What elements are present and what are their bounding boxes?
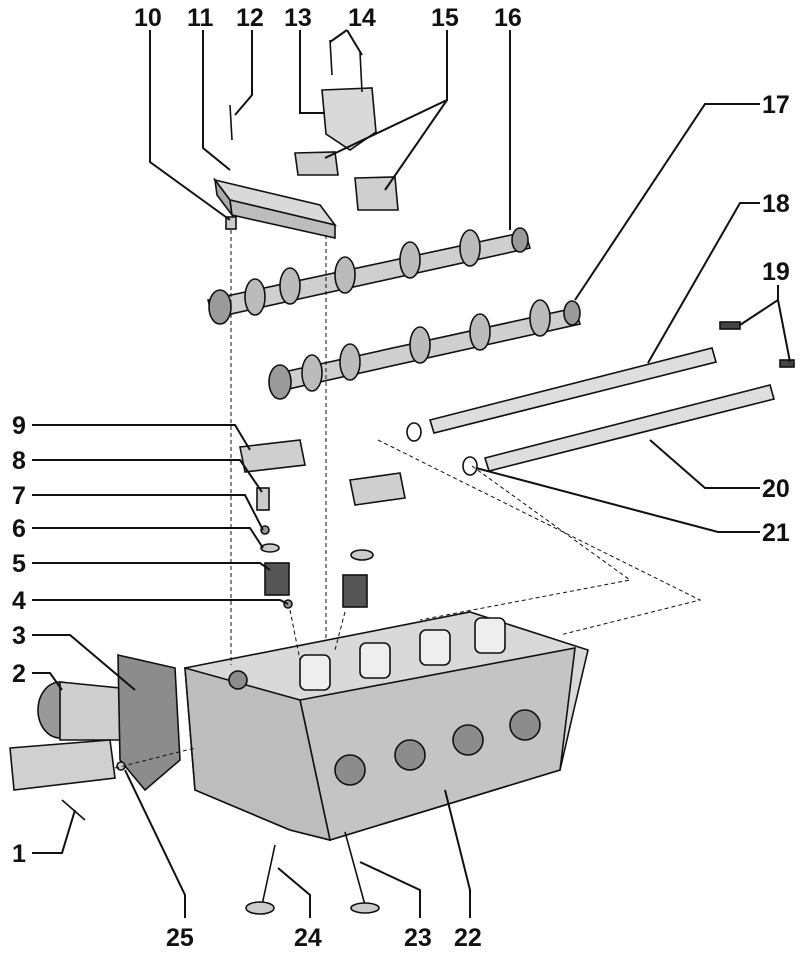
valve-spring-right [342, 574, 368, 608]
bolt-14b [359, 51, 363, 93]
callout-5: 5 [12, 550, 26, 578]
bearing-bracket [321, 87, 377, 151]
callout-12: 12 [236, 4, 264, 32]
dowel-sleeve [225, 216, 237, 230]
callout-17: 17 [762, 91, 790, 119]
shaft-bolt-a [719, 321, 741, 330]
callout-20: 20 [762, 475, 790, 503]
camshaft-lower [268, 299, 582, 400]
hydraulic-lifter [256, 487, 270, 511]
callout-24: 24 [294, 924, 322, 952]
exhaust-valve-head [245, 901, 275, 915]
callout-23: 23 [404, 924, 432, 952]
callout-6: 6 [12, 515, 26, 543]
callout-10: 10 [134, 4, 162, 32]
intake-valve-head [350, 902, 380, 914]
callout-21: 21 [762, 519, 790, 547]
callout-2: 2 [12, 660, 26, 688]
gasket-plate [117, 653, 181, 792]
o-ring-upper [406, 422, 422, 442]
callout-labels: 1 2 3 4 5 6 7 8 9 10 11 12 13 14 15 16 1… [12, 4, 790, 952]
callout-22: 22 [454, 924, 482, 952]
leader-lines [32, 29, 791, 918]
callout-11: 11 [187, 4, 214, 32]
parts-illustration [9, 39, 795, 915]
callout-1: 1 [12, 840, 26, 868]
callout-4: 4 [12, 587, 26, 615]
spring-seat [350, 549, 374, 561]
callout-15: 15 [431, 4, 459, 32]
bolt-14a [329, 39, 333, 76]
callout-9: 9 [12, 412, 26, 440]
camshaft-upper [207, 227, 532, 325]
callout-13: 13 [284, 4, 312, 32]
camshaft-adjuster [9, 681, 131, 791]
callout-16: 16 [494, 4, 522, 32]
shaft-bolt-b [779, 359, 795, 368]
alignment-lines [114, 230, 702, 769]
rocker-shaft-upper [428, 347, 717, 434]
exhaust-valve-stem [261, 844, 276, 906]
callout-18: 18 [762, 190, 790, 218]
intake-valve-stem [344, 831, 366, 906]
o-ring-lower [462, 456, 478, 476]
callout-25: 25 [166, 924, 194, 952]
callout-19: 19 [762, 258, 790, 286]
cylinder-head [184, 611, 589, 842]
spring-retainer [260, 543, 280, 553]
bolt-1 [61, 799, 86, 821]
roller-rocker-left [239, 439, 306, 473]
callout-7: 7 [12, 482, 26, 510]
callout-14: 14 [348, 4, 376, 32]
bolt-12 [229, 104, 233, 141]
rocker-shaft-lower [483, 384, 775, 472]
callout-8: 8 [12, 447, 26, 475]
bearing-cap-frame [213, 177, 337, 239]
roller-rocker-right [349, 472, 406, 506]
callout-3: 3 [12, 622, 26, 650]
